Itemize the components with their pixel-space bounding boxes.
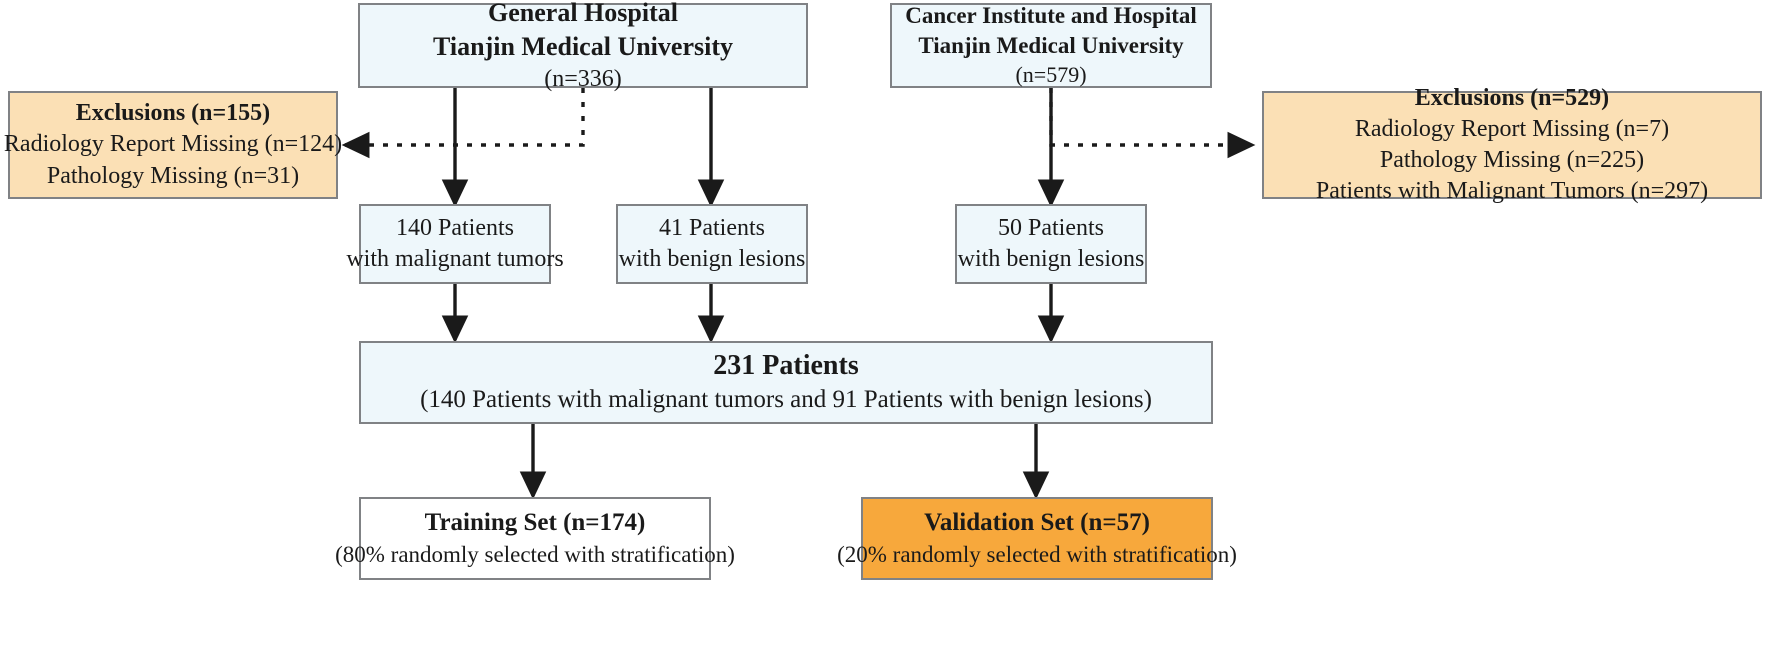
validation-set-desc: (20% randomly selected with stratificati… (837, 541, 1237, 567)
exclusions-right-radiology: Radiology Report Missing (n=7) (1354, 115, 1670, 142)
node-source-cancer-institute: Cancer Institute and Hospital Tianjin Me… (890, 3, 1212, 88)
training-set-title: Training Set (n=174) (424, 509, 646, 537)
source-cancer-line2: Tianjin Medical University (918, 33, 1184, 59)
node-malignant-140: 140 Patients with malignant tumors (346, 204, 564, 284)
node-benign-41: 41 Patients with benign lesions (616, 204, 808, 284)
source-cancer-count: (n=579) (1015, 62, 1087, 88)
malignant-140-count: 140 Patients (396, 214, 514, 241)
source-general-line1: General Hospital (488, 0, 678, 28)
benign-50-desc: with benign lesions (957, 246, 1145, 272)
benign-41-count: 41 Patients (659, 214, 765, 241)
node-exclusions-left: Exclusions (n=155) Radiology Report Miss… (4, 91, 342, 199)
node-validation-set: Validation Set (n=57) (20% randomly sele… (837, 497, 1237, 580)
pooled-231-breakdown: (140 Patients with malignant tumors and … (420, 386, 1152, 414)
source-general-count: (n=336) (544, 65, 622, 92)
source-cancer-line1: Cancer Institute and Hospital (905, 3, 1197, 29)
validation-set-title: Validation Set (n=57) (924, 509, 1150, 537)
benign-50-count: 50 Patients (998, 214, 1104, 241)
pooled-231-title: 231 Patients (713, 350, 859, 382)
node-pooled-231: 231 Patients (140 Patients with malignan… (359, 341, 1213, 424)
node-exclusions-right: Exclusions (n=529) Radiology Report Miss… (1262, 85, 1762, 204)
exclusions-right-malignant: Patients with Malignant Tumors (n=297) (1315, 178, 1709, 205)
malignant-140-desc: with malignant tumors (346, 246, 564, 272)
node-source-general-hospital: General Hospital Tianjin Medical Univers… (358, 0, 808, 92)
node-training-set: Training Set (n=174) (80% randomly selec… (335, 497, 735, 580)
exclusions-right-pathology: Pathology Missing (n=225) (1379, 147, 1645, 173)
source-general-line2: Tianjin Medical University (433, 31, 733, 61)
exclusions-right-title: Exclusions (n=529) (1414, 84, 1610, 111)
exclusions-left-title: Exclusions (n=155) (75, 100, 271, 127)
benign-41-desc: with benign lesions (618, 246, 806, 272)
node-benign-50: 50 Patients with benign lesions (955, 204, 1147, 284)
exclusions-left-pathology: Pathology Missing (n=31) (46, 162, 300, 189)
exclusions-left-radiology: Radiology Report Missing (n=124) (3, 131, 343, 158)
training-set-desc: (80% randomly selected with stratificati… (335, 541, 735, 567)
